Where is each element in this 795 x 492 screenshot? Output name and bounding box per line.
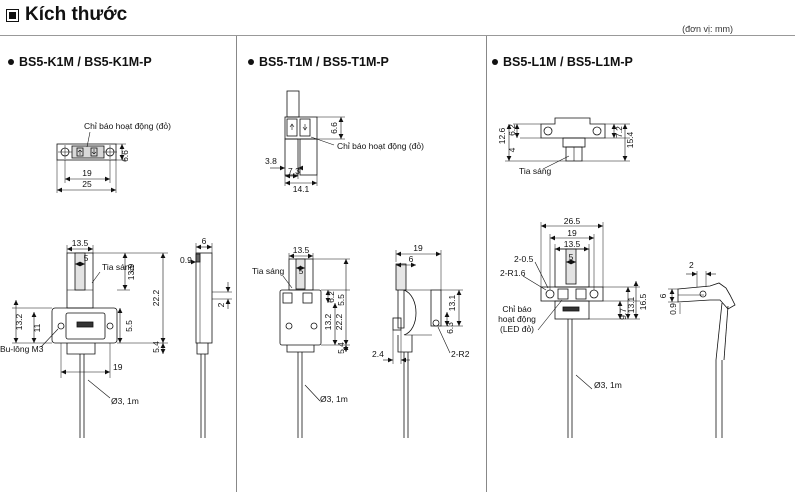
dim-label: 9.7 <box>618 308 628 320</box>
t1m-cable-label: Ø3, 1m <box>320 394 348 404</box>
dim-label: 19 <box>113 362 123 372</box>
dim-label: 6.3 <box>445 322 455 334</box>
dim-label: 19 <box>413 243 423 253</box>
dim-label: 5.5 <box>124 320 134 332</box>
dim-label: 6.6 <box>329 122 339 134</box>
dim-label: 2 <box>689 260 694 270</box>
dim-label: 2-0.5 <box>514 254 534 264</box>
k1m-top-view <box>56 131 126 193</box>
l1m-indicator-label: (LED đỏ) <box>500 324 534 334</box>
l1m-slot-label: Tia sáng <box>519 166 552 176</box>
k1m-labels: Chỉ báo hoạt động (đỏ) 6.6 19 25 13.5 5 … <box>0 121 226 406</box>
model-heading-k1m: BS5-K1M / BS5-K1M-P <box>8 55 152 69</box>
dim-label: 25 <box>82 179 92 189</box>
column-divider <box>486 36 487 492</box>
dim-label: 12.6 <box>497 127 507 144</box>
k1m-slot-label: Tia sáng <box>102 262 135 272</box>
dim-label: 13.5 <box>293 245 310 255</box>
dim-label: 15.4 <box>625 131 635 148</box>
dim-label: 13.9 <box>126 263 136 280</box>
square-bullet-icon <box>6 8 19 22</box>
dim-label: 6 <box>409 254 414 264</box>
t1m-indicator-label: Chỉ báo hoạt động (đỏ) <box>337 141 424 151</box>
dim-label: 14.1 <box>293 184 310 194</box>
header-rule <box>0 35 795 36</box>
l1m-labels: 12.6 6.2 4 7.2 15.4 Tia sáng 26.5 19 13.… <box>497 124 694 390</box>
dim-label: 6.6 <box>120 150 130 162</box>
dim-label: 2.4 <box>372 349 384 359</box>
l1m-drawing <box>505 117 736 438</box>
unit-note: (đơn vị: mm) <box>682 24 733 34</box>
model-heading-l1m: BS5-L1M / BS5-L1M-P <box>492 55 633 69</box>
l1m-indicator-label: hoạt động <box>498 314 536 324</box>
t1m-side-view <box>383 250 463 438</box>
t1m-slot-label: Tia sáng <box>252 266 285 276</box>
dim-label: 13.1 <box>447 294 457 311</box>
dim-label: 22.2 <box>334 313 344 330</box>
column-divider <box>236 36 237 492</box>
l1m-indicator-label: Chỉ báo <box>502 304 532 314</box>
dim-label: 2-R2 <box>451 349 470 359</box>
dim-label: 19 <box>82 168 92 178</box>
k1m-drawing <box>12 131 232 438</box>
dim-label: 5.5 <box>336 294 346 306</box>
dim-label: 2 <box>216 302 226 307</box>
t1m-top-view <box>270 90 345 186</box>
dim-label: 6.2 <box>507 124 517 136</box>
dim-label: 13.1 <box>626 296 636 313</box>
l1m-top-view <box>505 117 630 170</box>
dim-label: 5 <box>84 253 89 263</box>
dot-bullet-icon <box>8 58 14 65</box>
t1m-front-view <box>279 253 350 438</box>
dim-label: 26.5 <box>564 216 581 226</box>
section-header: Kích thước <box>6 2 127 28</box>
dim-label: 5 <box>299 266 304 276</box>
t1m-drawing <box>270 90 463 438</box>
k1m-side-view <box>188 243 232 438</box>
dim-label: 22.2 <box>151 289 161 306</box>
l1m-cable-label: Ø3, 1m <box>594 380 622 390</box>
dim-label: 13.5 <box>72 238 89 248</box>
dot-bullet-icon <box>492 58 498 65</box>
t1m-labels: Chỉ báo hoạt động (đỏ) 6.6 3.8 7.3 14.1 … <box>252 122 470 404</box>
dim-label: 5 <box>569 252 574 262</box>
dot-bullet-icon <box>248 58 254 65</box>
dim-label: 0.9 <box>180 255 192 265</box>
dim-label: 3.8 <box>265 156 277 166</box>
dim-label: 4 <box>507 147 517 152</box>
k1m-indicator-label: Chỉ báo hoạt động (đỏ) <box>84 121 171 131</box>
dim-label: 13.5 <box>564 239 581 249</box>
dim-label: 6 <box>658 293 668 298</box>
k1m-front-view <box>12 245 168 438</box>
dim-label: 11 <box>32 323 42 332</box>
l1m-front-view <box>522 222 640 438</box>
model-heading-t1m: BS5-T1M / BS5-T1M-P <box>248 55 389 69</box>
dim-label: 16.5 <box>638 293 648 310</box>
dim-label: 7.2 <box>614 126 624 138</box>
l1m-side-view <box>668 271 736 438</box>
dim-label: 5.4 <box>151 341 161 353</box>
dim-label: 0.9 <box>668 303 678 315</box>
dim-label: 5.4 <box>336 342 346 354</box>
dim-label: 7.3 <box>288 166 300 176</box>
section-title: Kích thước <box>25 4 128 25</box>
dim-label: 13.2 <box>14 313 24 330</box>
k1m-bolt-label: Bu-lông M3 <box>0 344 44 354</box>
dim-label: 6.2 <box>326 291 336 303</box>
k1m-cable-label: Ø3, 1m <box>111 396 139 406</box>
dim-label: 2-R1.6 <box>500 268 526 278</box>
dim-label: 19 <box>567 228 577 238</box>
dim-label: 13.2 <box>323 313 333 330</box>
dim-label: 6 <box>202 236 207 246</box>
